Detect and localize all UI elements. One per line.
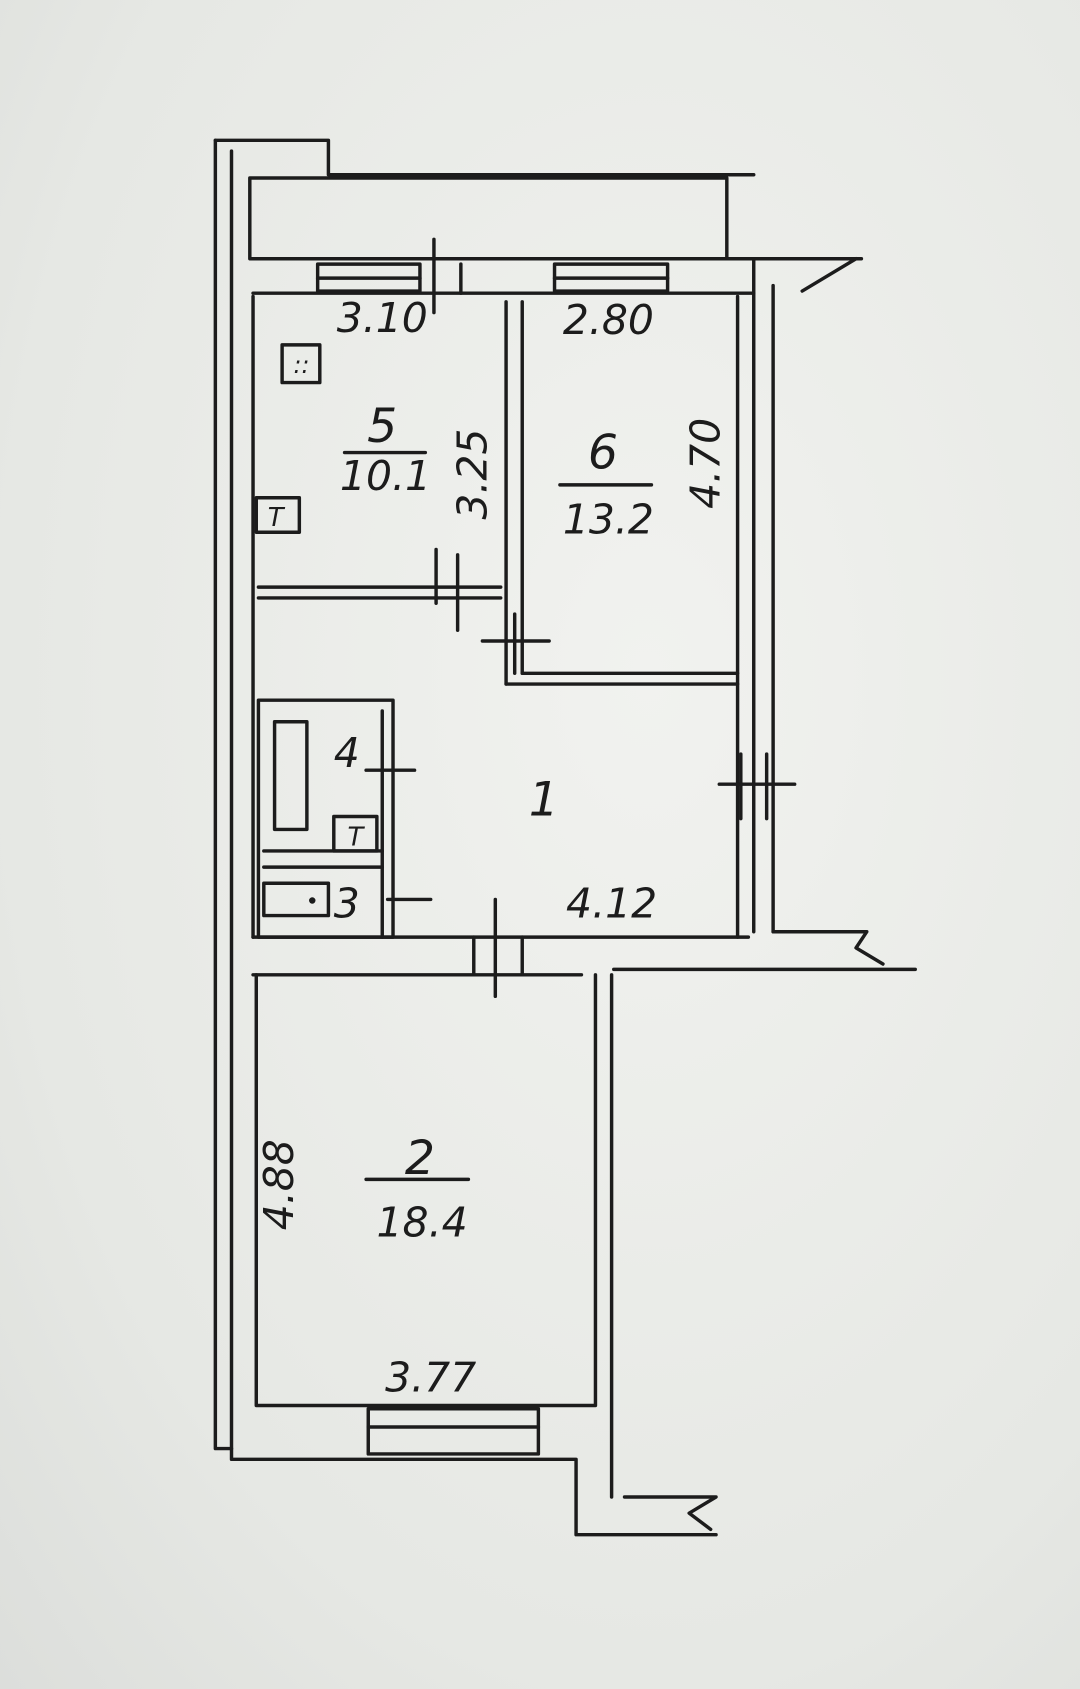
dim-room5-width: 3.10: [337, 294, 428, 342]
dim-room1-width: 4.12: [566, 880, 657, 928]
bathtub: [272, 720, 309, 832]
dim-room5-length: 3.25: [449, 429, 497, 520]
heater-icon-bath: T: [332, 814, 379, 853]
room-2-number: 2: [405, 1131, 435, 1186]
svg-text:::: ::: [294, 351, 310, 379]
walls: [213, 138, 917, 1537]
dim-room2-length: 4.88: [255, 1139, 303, 1230]
heater-icon: T: [254, 496, 302, 534]
room-5-area: 10.1: [340, 452, 431, 500]
room-4-number: 4: [334, 729, 360, 777]
room-1-number: 1: [529, 772, 559, 827]
svg-text:T: T: [268, 503, 286, 533]
room-2-area: 18.4: [377, 1198, 468, 1246]
toilet: [262, 881, 331, 918]
room-3-number: 3: [334, 880, 360, 928]
dim-room6-length: 4.70: [681, 418, 729, 509]
dim-room2-width: 3.77: [385, 1353, 476, 1401]
bathroom-block: [256, 698, 395, 939]
windows: [315, 262, 670, 1456]
balcony: [248, 176, 729, 261]
room-6-number: 6: [588, 426, 618, 481]
dim-room6-width: 2.80: [563, 296, 654, 344]
doors: [364, 237, 797, 999]
room-6-area: 13.2: [563, 495, 654, 543]
stove-icon: ::: [280, 343, 322, 385]
room-5-number: 5: [367, 399, 397, 454]
svg-text:T: T: [347, 823, 365, 853]
